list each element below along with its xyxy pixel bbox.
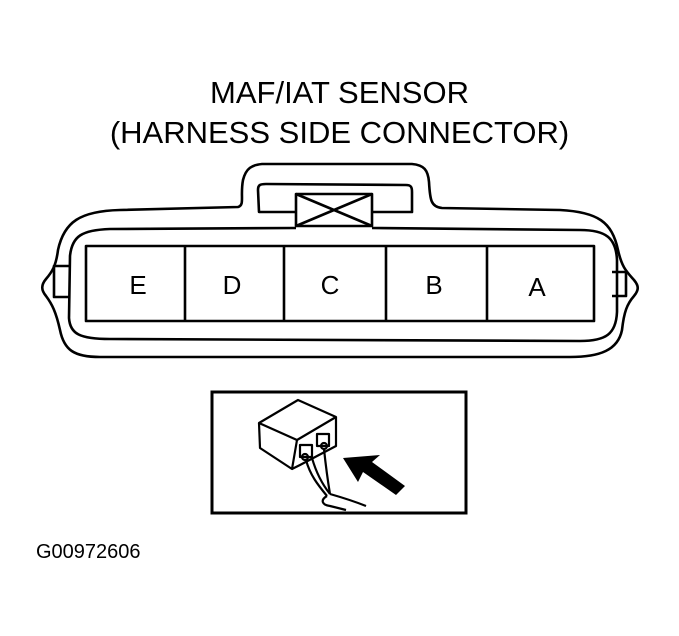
pin-e-label: E (129, 270, 146, 300)
pin-a-label: A (528, 272, 546, 302)
insertion-arrow-icon (343, 455, 405, 495)
pin-d-label: D (223, 270, 242, 300)
connector-inner-shell (67, 226, 619, 343)
right-tab (612, 270, 628, 298)
figure-code: G00972606 (36, 541, 141, 563)
latch-frame (256, 182, 414, 214)
left-tab (52, 264, 70, 299)
probe-inset (210, 390, 468, 515)
diagram-title: MAF/IAT SENSOR (210, 75, 469, 110)
pin-b-label: B (425, 270, 442, 300)
pin-c-label: C (321, 270, 340, 300)
latch-x-box (294, 192, 374, 228)
diagram-subtitle: (HARNESS SIDE CONNECTOR) (109, 115, 570, 150)
connector-outer-shell (40, 162, 640, 359)
connector-block-icon (257, 398, 367, 512)
pin-row-frame (84, 244, 596, 323)
